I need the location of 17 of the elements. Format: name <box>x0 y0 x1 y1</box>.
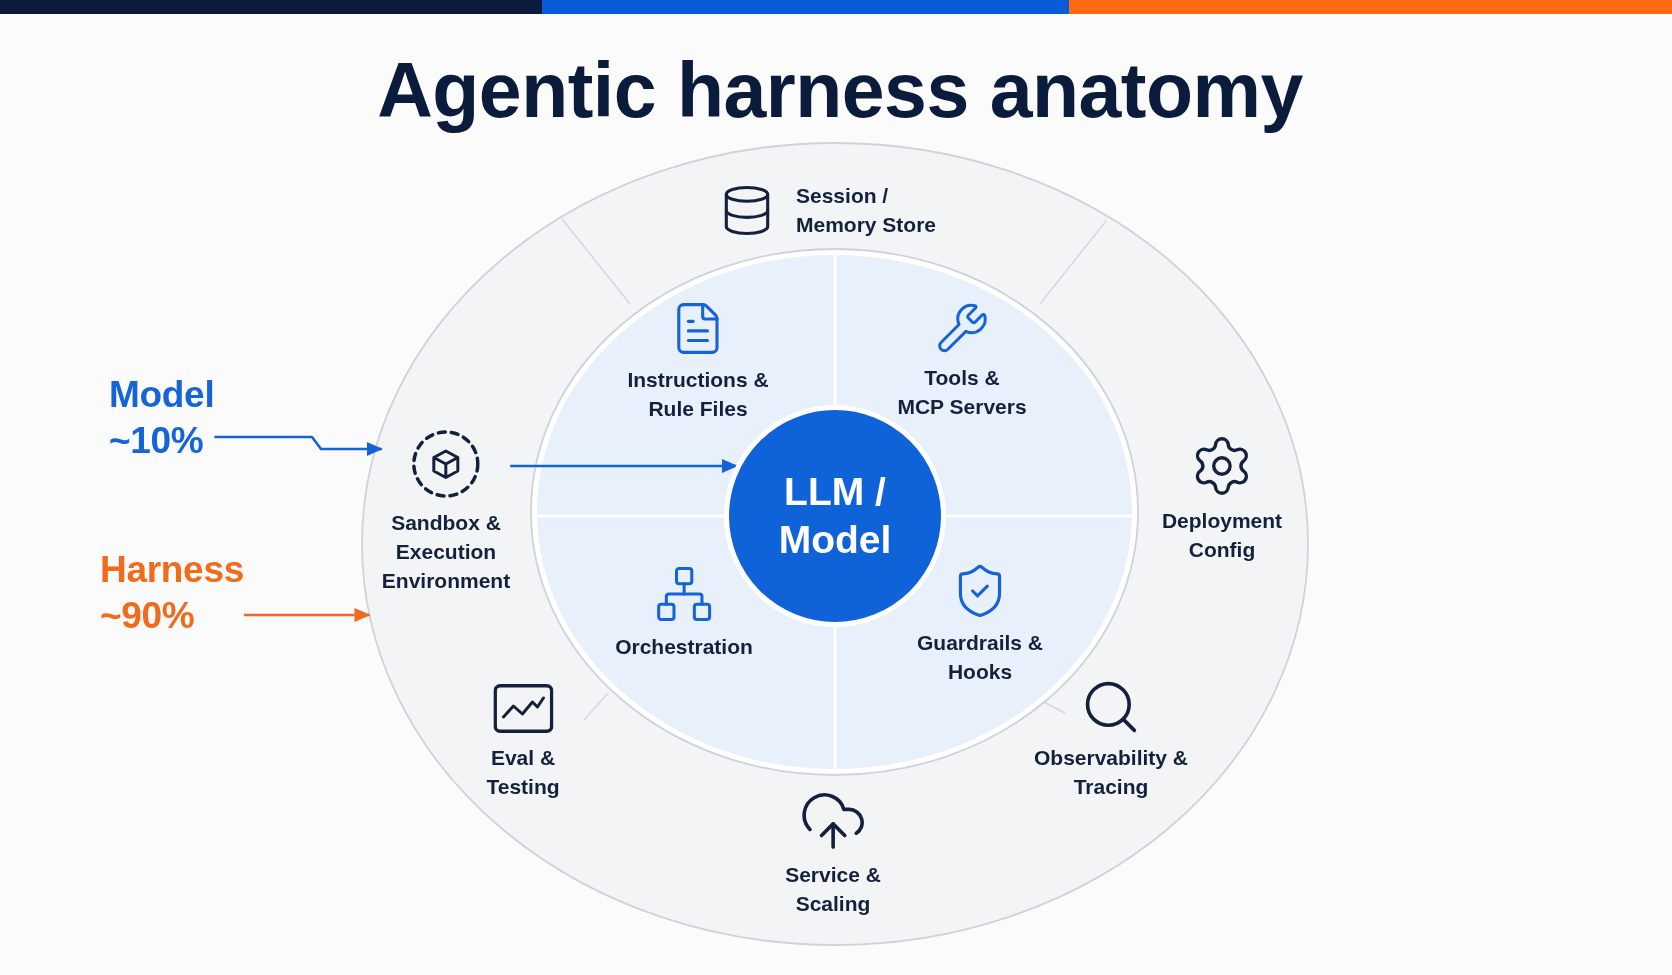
arrow <box>510 459 738 473</box>
percentage-label: Harness ~90% <box>100 548 244 638</box>
arrow <box>214 435 383 456</box>
component-label: Orchestration <box>615 634 753 660</box>
arrow <box>243 608 371 622</box>
title: Agentic harness anatomy <box>377 47 1303 133</box>
percentage-label: Model ~10% <box>109 373 215 463</box>
component-label: Sandbox & Execution Environment <box>381 510 511 594</box>
component-label: Tools & MCP Servers <box>897 365 1027 420</box>
component-label: Instructions & Rule Files <box>627 367 769 422</box>
component-label: Session / Memory Store <box>796 183 937 238</box>
component-label: Observability & Tracing <box>1033 745 1189 800</box>
component-label: Guardrails & Hooks <box>917 630 1043 685</box>
component-label: Deployment Config <box>1161 508 1283 563</box>
component-label: Eval & Testing <box>486 745 560 800</box>
core-label: LLM / Model <box>778 469 892 563</box>
component-label: Service & Scaling <box>785 862 881 917</box>
